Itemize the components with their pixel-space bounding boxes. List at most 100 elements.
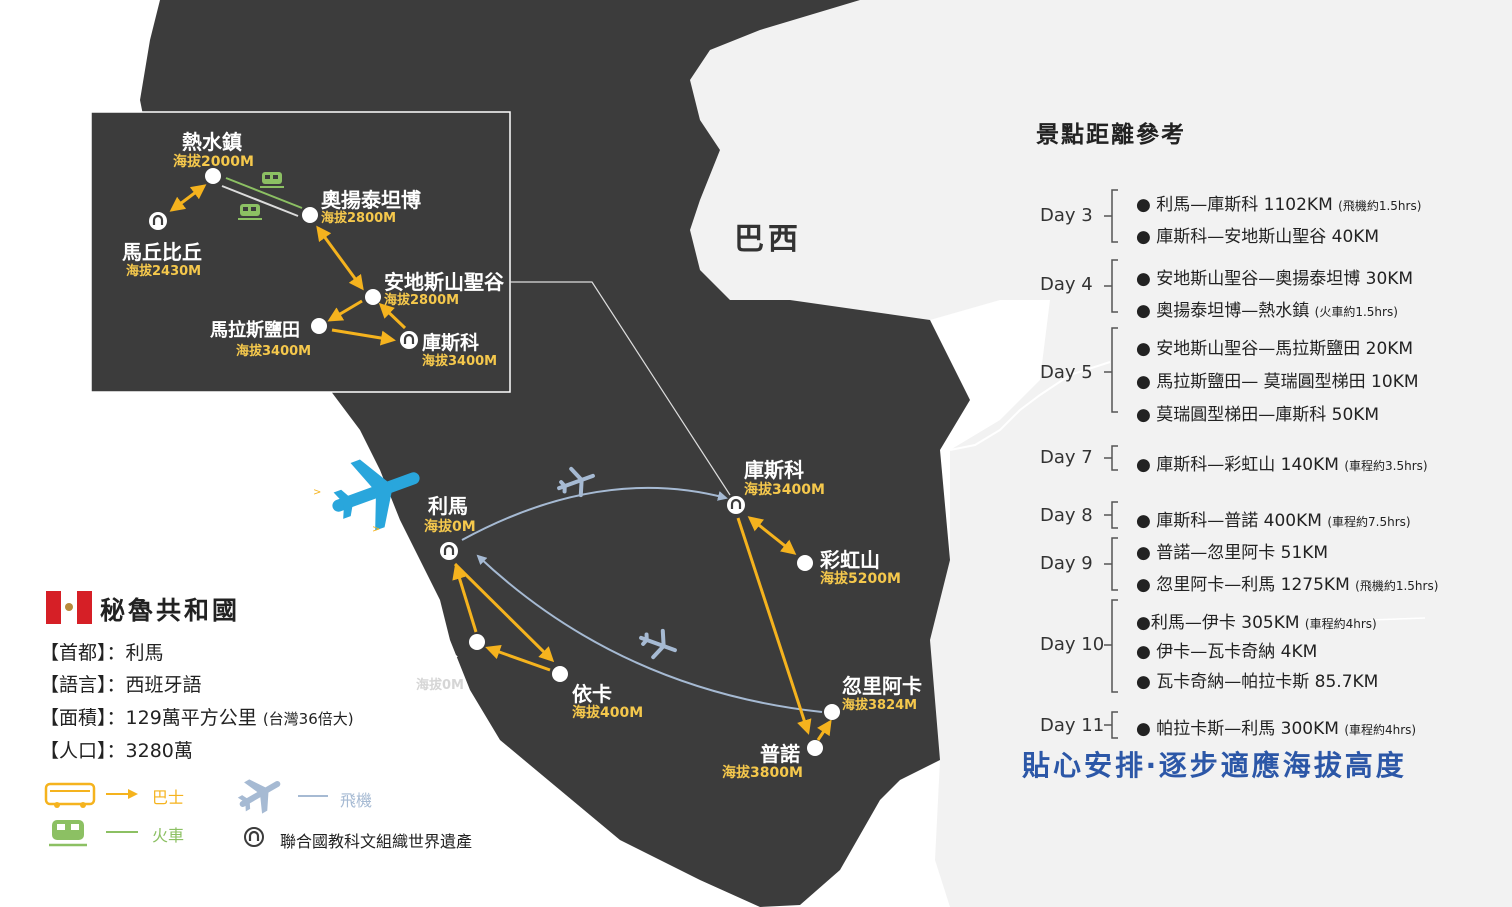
city-puno-alt: 海拔3800M [722,765,803,781]
route-machu-aguas [169,184,207,212]
info-language: 【語言】：西班牙語 [40,674,202,696]
city-lima-alt: 海拔0M [424,519,476,535]
route-item: ● 安地斯山聖谷—馬拉斯鹽田 20KM [1136,339,1414,359]
day-label: Day 5 [1040,362,1093,383]
inset-box [90,111,511,393]
inset-sacred-alt: 海拔2800M [384,293,460,308]
route-item: ● 伊卡—瓦卡奇納 4KM [1136,642,1318,662]
day-label: Day 8 [1040,505,1093,526]
city-lima-name: 利馬 [428,494,468,518]
inset-aguas-alt: 海拔2000M [173,154,254,170]
route-item: ● 庫斯科—彩虹山 140KM (車程約3.5hrs) [1136,455,1428,475]
city-rainbow-alt: 海拔5200M [820,571,901,587]
route-item: ● 奧揚泰坦博—熱水鎮 (火車約1.5hrs) [1136,301,1398,321]
route-cusco-puno [736,517,812,735]
route-sacred-maras [327,299,363,322]
plane-icon [639,628,677,660]
marker-sacred [365,289,381,305]
info-population: 【人口】：3280萬 [40,740,193,762]
city-paracas-name: 帕拉卡斯 [386,655,458,676]
inset-machu-alt: 海拔2430M [126,264,202,279]
day-label: Day 3 [1040,205,1093,226]
legend-unesco-label: 聯合國教科文組織世界遺產 [280,832,473,851]
river-line [949,361,1111,451]
route-puno-juliaca [816,719,832,741]
route-lima-ica [453,562,555,663]
legend-plane-label: 飛機 [340,791,373,810]
marker-ollanta [302,207,318,223]
plane-trail: > [372,524,380,535]
train-legend-icon [49,820,87,847]
flight-juliaca-lima [476,554,823,713]
day-label: Day 10 [1040,634,1105,655]
city-puno-name: 普諾 [760,742,800,766]
city-juliaca-name: 忽里阿卡 [842,674,922,698]
marker-ica [552,666,568,682]
plane-legend-icon [237,779,281,814]
train-icon [260,172,284,188]
inset-ollanta-alt: 海拔2800M [321,211,397,226]
inset-aguas-name: 熱水鎮 [182,130,242,154]
train-icon [238,204,262,220]
route-item: ● 利馬—庫斯科 1102KM (飛機約1.5hrs) [1136,195,1422,215]
route-item: ● 忽里阿卡—利馬 1275KM (飛機約1.5hrs) [1136,575,1439,595]
route-ollanta-sacred [316,225,364,291]
route-item: ● 瓦卡奇納—帕拉卡斯 85.7KM [1136,672,1379,692]
route-item: ● 帕拉卡斯—利馬 300KM (車程約4hrs) [1136,719,1417,739]
train-track-2 [221,185,299,217]
day-brackets [1104,189,1118,739]
distance-panel-title: 景點距離參考 [1036,122,1186,148]
route-item: ● 安地斯山聖谷—奧揚泰坦博 30KM [1136,269,1414,289]
route-cusco-sacred [378,302,407,330]
train-track-1 [225,177,303,209]
city-juliaca-alt: 海拔3824M [842,698,918,713]
marker-maras [311,318,327,334]
unesco-icon [440,542,458,560]
inset-connector [510,281,731,496]
marker-paracas [469,634,485,650]
inset-maras-alt: 海拔3400M [236,344,312,359]
inset-machu-name: 馬丘比丘 [122,240,202,264]
legend-train-label: 火車 [152,826,185,845]
city-rainbow-name: 彩虹山 [820,548,880,572]
brazil-label: 巴西 [734,222,802,257]
unesco-icon [400,331,418,349]
city-cusco-alt: 海拔3400M [744,482,825,498]
marker-puno [807,740,823,756]
marker-juliaca [824,704,840,720]
peru-flag-icon [46,591,92,624]
unesco-icon [149,212,167,230]
country-name: 秘魯共和國 [100,596,241,625]
route-paracas-lima [452,564,478,633]
flight-lima-cusco [461,486,728,541]
day-label: Day 7 [1040,447,1093,468]
slogan: 貼心安排‧逐步適應海拔高度 [1022,749,1407,782]
legend-bus-label: 巴士 [152,788,185,807]
day-label: Day 9 [1040,553,1093,574]
info-area: 【面積】：129萬平方公里 (台灣36倍大) [40,707,354,729]
info-capital: 【首都】：利馬 [40,642,164,664]
bus-icon [44,782,96,808]
brazil-edge-line [1369,617,1426,621]
large-plane-icon [332,459,420,531]
inset-sacred-name: 安地斯山聖谷 [384,270,504,294]
route-ica-paracas [485,644,551,672]
route-item: ●利馬—伊卡 305KM (車程約4hrs) [1136,613,1377,633]
city-paracas-alt: 海拔0M [416,678,464,693]
route-item: ● 馬拉斯鹽田— 莫瑞圓型梯田 10KM [1136,372,1419,392]
marker-rainbow [797,555,813,571]
route-item: ● 庫斯科—普諾 400KM (車程約7.5hrs) [1136,511,1411,531]
route-maras-cusco [331,328,396,346]
route-item: ● 庫斯科—安地斯山聖谷 40KM [1136,227,1380,247]
plane-icon [557,466,595,498]
city-ica-name: 依卡 [572,682,612,706]
route-item: ● 普諾—忽里阿卡 51KM [1136,543,1329,563]
plane-trail: > [313,487,321,498]
marker-aguas [205,168,221,184]
brazil-region [690,0,1512,907]
day-label: Day 4 [1040,274,1093,295]
inset-cusco-alt: 海拔3400M [422,354,498,369]
city-ica-alt: 海拔400M [572,705,644,721]
